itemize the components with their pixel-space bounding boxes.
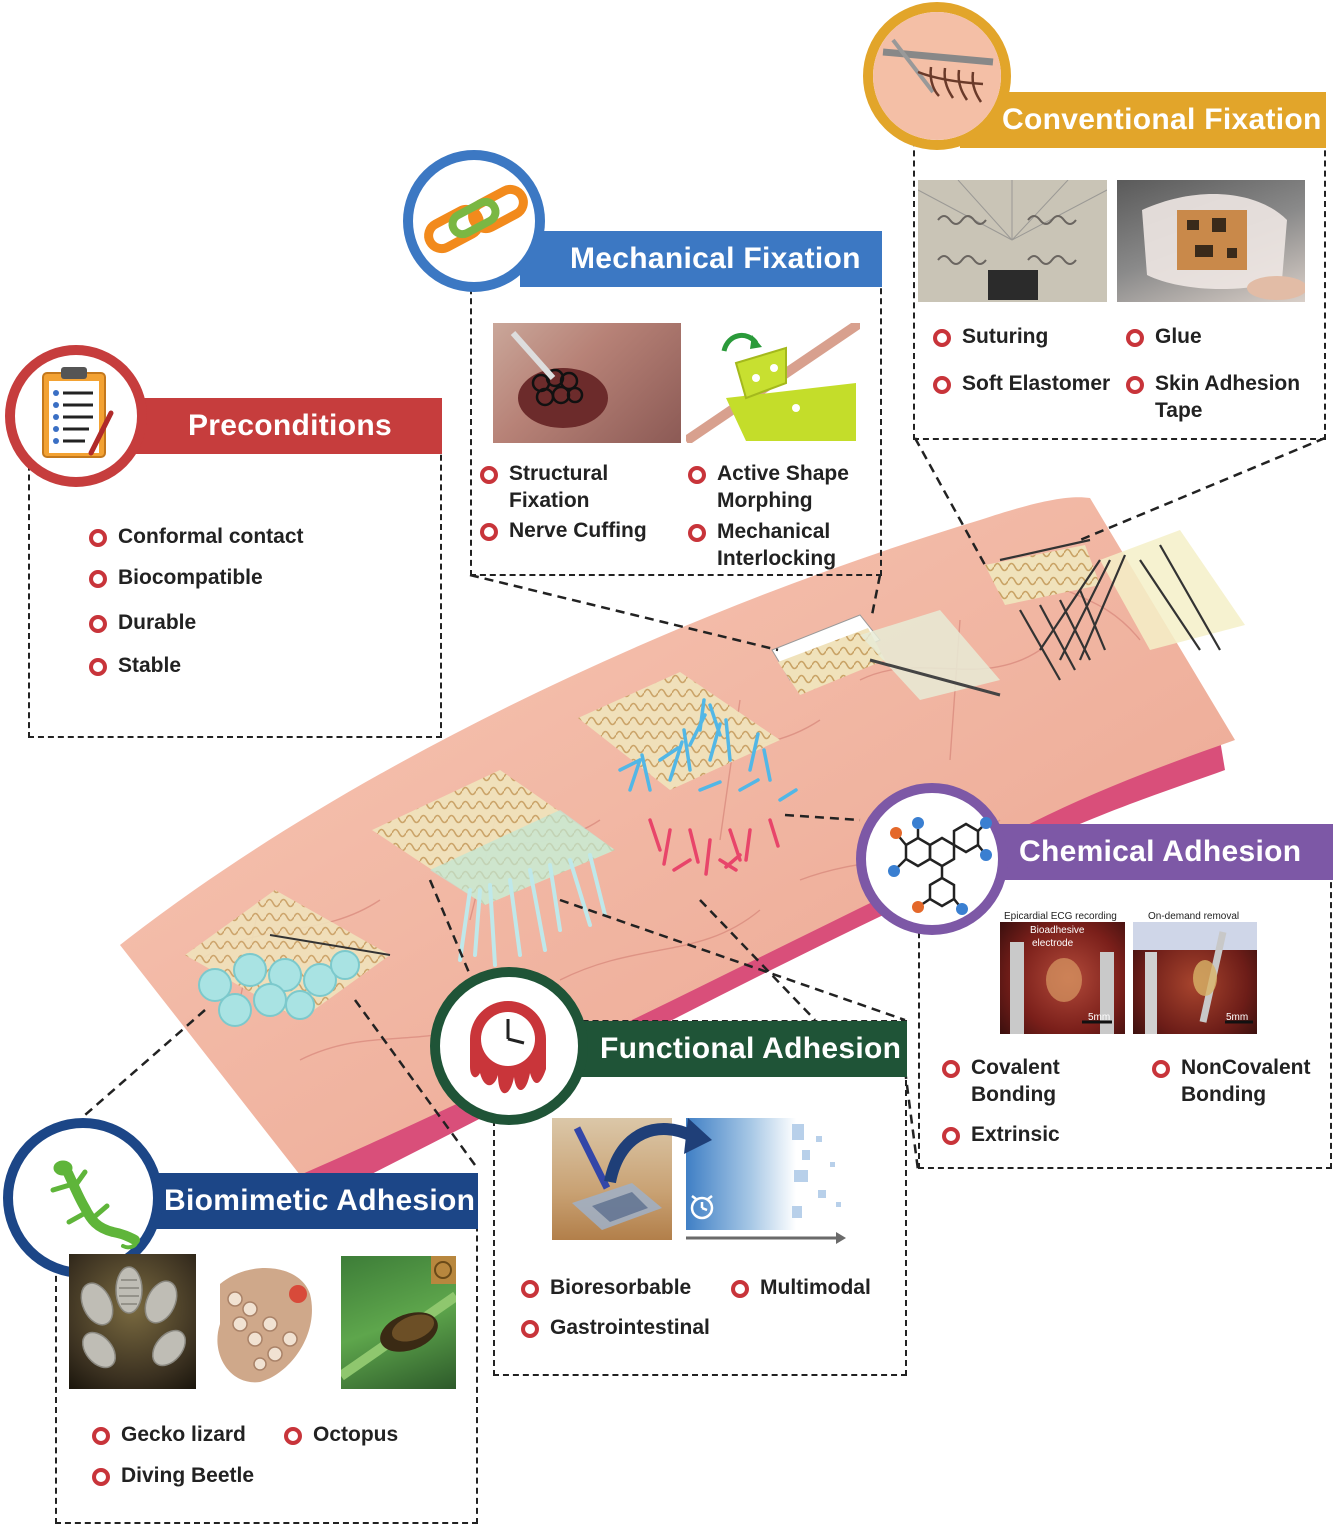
chemical-caption-bioadhesive: Bioadhesive [1030,925,1085,936]
preconditions-item-1: Conformal contact [89,525,304,548]
functional-item-2: Multimodal [731,1276,871,1299]
molecule-icon [888,817,992,915]
preconditions-ribbon: Preconditions [110,398,442,454]
chemical-photo-ecg [1000,922,1125,1034]
functional-icon-circle [430,967,588,1125]
conventional-patch [985,530,1245,681]
chemical-caption-ecg: Epicardial ECG recording [1004,911,1117,922]
mechanical-item-2: Nerve Cuffing [480,519,647,542]
chemical-icon-circle [856,783,1008,935]
chemical-item-3: Extrinsic [942,1123,1060,1146]
preconditions-title: Preconditions [188,409,392,442]
mechanical-ribbon: Mechanical Fixation [520,231,882,287]
preconditions-item-4: Stable [88,654,182,677]
functional-patch [372,770,615,967]
mechanical-photo-shape-morphing [686,323,860,443]
biomimetic-item-2: Octopus [283,1423,399,1446]
chain-link-icon [424,184,528,254]
alarm-clock-icon [690,1195,714,1220]
biomimetic-ribbon: Biomimetic Adhesion [110,1173,478,1229]
preconditions-item-2: Biocompatible [89,566,263,589]
gecko-icon [50,1160,140,1250]
preconditions-icon-circle [5,345,147,487]
biomimetic-item-1: Gecko lizard [92,1423,246,1446]
clipboard-icon [42,367,114,458]
functional-ribbon: Functional Adhesion [560,1021,907,1077]
chemical-photo-removal [1133,922,1257,1034]
chemical-ribbon: Chemical Adhesion [975,824,1333,880]
conventional-photo-elastomer [918,180,1107,302]
biomimetic-item-3: Diving Beetle [91,1464,255,1487]
functional-degradation-graphic [604,1118,846,1244]
biomimetic-photo-beetle [341,1256,456,1389]
mechanical-title: Mechanical Fixation [570,242,861,275]
chemical-patch [578,672,798,876]
chemical-caption-electrode: electrode [1032,938,1074,949]
conventional-item-3: Soft Elastomer [932,372,1111,395]
functional-title: Functional Adhesion [600,1032,902,1065]
conventional-item-2: Glue [1126,325,1202,348]
biomimetic-patch [185,890,391,1027]
biomimetic-icon-circle [3,1118,163,1278]
functional-item-3: Gastrointestinal [521,1316,710,1339]
conventional-icon-circle [863,2,1011,150]
mechanical-photo-structural [493,323,681,443]
preconditions-item-3: Durable [88,611,197,634]
melting-clock-icon [470,1001,546,1094]
conventional-title: Conventional Fixation [1002,103,1322,136]
conventional-ribbon: Conventional Fixation [960,92,1326,148]
chemical-caption-removal: On-demand removal [1148,911,1240,922]
chemical-title: Chemical Adhesion [1019,835,1302,868]
biomimetic-photo-gecko [69,1254,196,1389]
mechanical-patch [771,610,1001,700]
conventional-item-1: Suturing [932,325,1049,348]
mechanical-icon-circle [403,150,545,292]
chemical-scale-right: 5mm [1226,1012,1249,1023]
conventional-photo-skin-tape [1117,180,1305,302]
functional-item-1: Bioresorbable [520,1276,692,1299]
biomimetic-photo-octopus [200,1254,331,1389]
biomimetic-title: Biomimetic Adhesion [164,1184,476,1217]
suture-icon [873,12,1001,140]
chemical-scale-left: 5mm [1088,1012,1111,1023]
